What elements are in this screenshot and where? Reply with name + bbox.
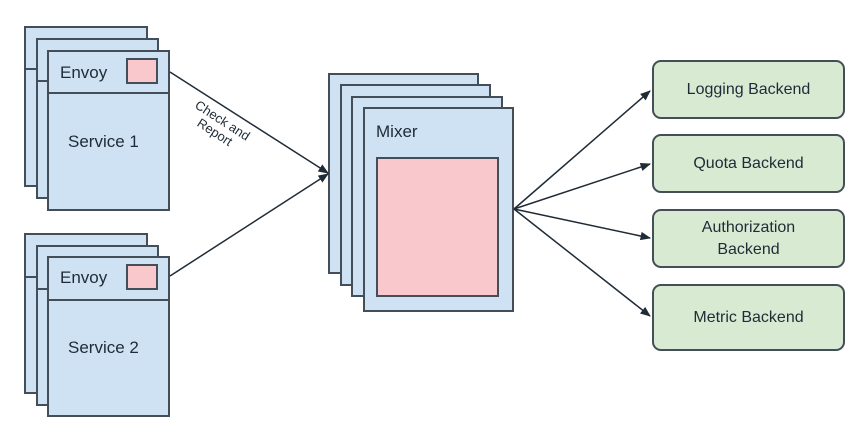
edge-mixer-to-authorization	[513, 208, 652, 241]
envoy-divider	[49, 299, 168, 301]
logging-backend-label: Logging Backend	[686, 80, 811, 98]
mixer-adapter-area	[376, 157, 499, 297]
service-1-node	[47, 50, 170, 211]
logging-backend: Logging Backend	[652, 60, 845, 119]
service-1-label: Service 1	[68, 132, 139, 151]
edge-envoy1-to-mixer	[169, 71, 329, 174]
mixer-label: Mixer	[376, 122, 418, 141]
envoy-1-module	[126, 58, 158, 84]
edge-envoy2-to-mixer	[169, 173, 329, 277]
quota-backend: Quota Backend	[652, 134, 845, 193]
quota-backend-label: Quota Backend	[693, 154, 804, 172]
edge-mixer-to-quota	[513, 162, 651, 210]
edge-mixer-to-metric	[513, 208, 651, 317]
metric-backend-label: Metric Backend	[693, 308, 804, 326]
service-2-label: Service 2	[68, 338, 139, 357]
authorization-backend: Authorization Backend	[652, 209, 845, 268]
envoy-2-label: Envoy	[60, 268, 108, 287]
authorization-backend-label-line-1: Authorization	[701, 218, 796, 236]
authorization-backend-label-line-2: Backend	[717, 240, 780, 258]
envoy-1-label: Envoy	[60, 63, 108, 82]
metric-backend: Metric Backend	[652, 284, 845, 351]
envoy-2-module	[126, 264, 158, 290]
envoy-divider	[49, 92, 168, 94]
edge-mixer-to-logging	[513, 90, 651, 210]
